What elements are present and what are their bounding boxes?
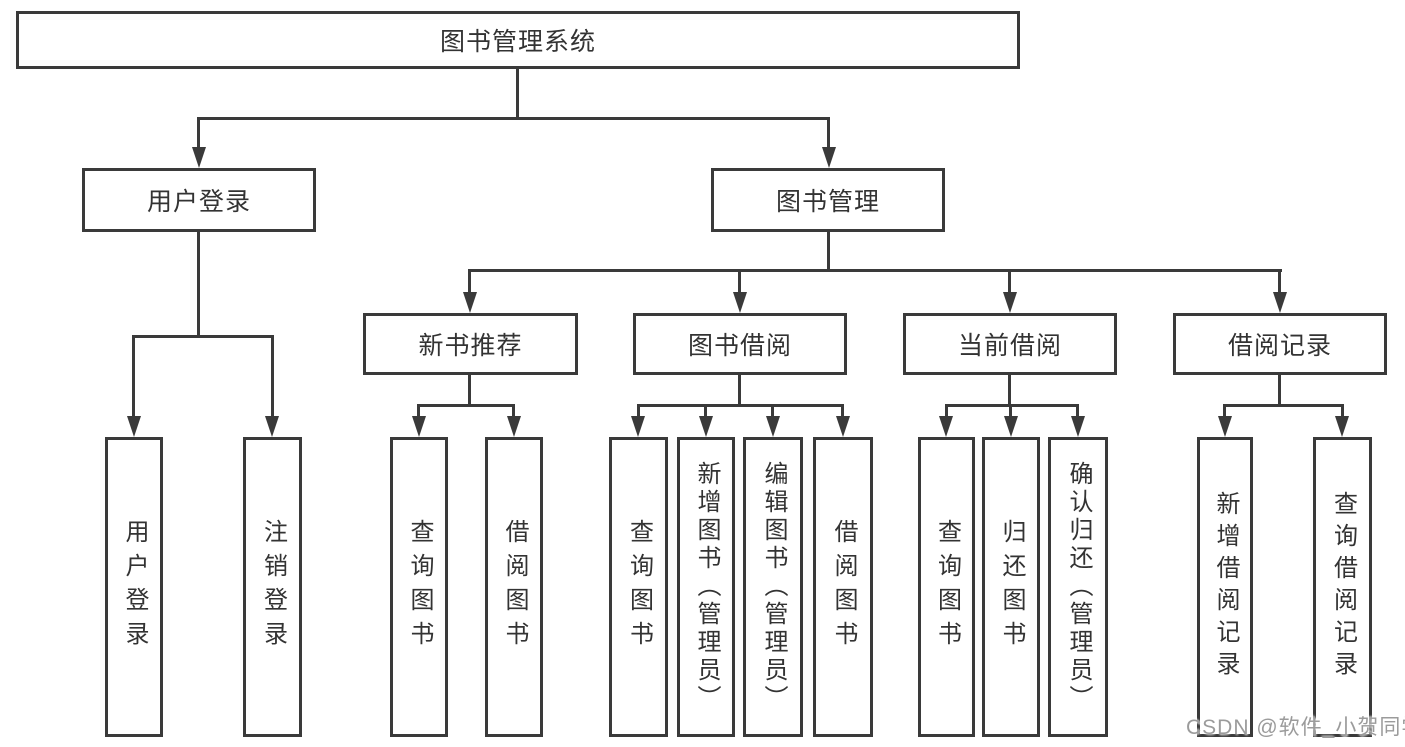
arrow-down-icon bbox=[507, 416, 521, 437]
arrow-down-icon bbox=[1071, 416, 1085, 437]
connector-drop bbox=[1223, 404, 1226, 418]
arrow-down-icon bbox=[733, 292, 747, 313]
arrow-down-icon bbox=[766, 416, 780, 437]
leaf-query-books-borrow-label: 查询图书 bbox=[625, 519, 653, 655]
node-book-management-label: 图书管理 bbox=[775, 188, 880, 216]
leaf-borrow-books-recommend: 借阅图书 bbox=[485, 437, 543, 737]
connector-drop bbox=[704, 404, 707, 418]
arrow-down-icon bbox=[1003, 292, 1017, 313]
connector-drop bbox=[197, 117, 200, 149]
leaf-logout-label: 注销登录 bbox=[259, 519, 287, 655]
connector-branch bbox=[132, 335, 274, 338]
connector-branch bbox=[945, 404, 1079, 407]
leaf-add-book-admin-label: 新增图书（管理员） bbox=[693, 461, 720, 713]
connector-stem bbox=[738, 375, 741, 407]
connector-drop bbox=[841, 404, 844, 418]
connector-drop bbox=[1076, 404, 1079, 418]
leaf-return-book: 归还图书 bbox=[982, 437, 1040, 737]
arrow-down-icon bbox=[631, 416, 645, 437]
node-borrow-records-label: 借阅记录 bbox=[1227, 332, 1332, 360]
node-user-login-label: 用户登录 bbox=[146, 188, 251, 216]
arrow-down-icon bbox=[822, 147, 836, 168]
leaf-query-borrow-record-label: 查询借阅记录 bbox=[1329, 491, 1357, 683]
connector-stem bbox=[1008, 375, 1011, 407]
leaf-borrow-books: 借阅图书 bbox=[813, 437, 873, 737]
leaf-query-books-current-label: 查询图书 bbox=[933, 519, 961, 655]
connector-branch bbox=[1223, 404, 1343, 407]
node-current-borrow-label: 当前借阅 bbox=[957, 332, 1062, 360]
connector-drop bbox=[132, 335, 135, 418]
leaf-query-borrow-record: 查询借阅记录 bbox=[1313, 437, 1372, 737]
arrow-down-icon bbox=[463, 292, 477, 313]
leaf-query-books-current: 查询图书 bbox=[918, 437, 975, 737]
leaf-borrow-books-recommend-label: 借阅图书 bbox=[501, 519, 528, 655]
node-book-borrow-label: 图书借阅 bbox=[687, 332, 792, 360]
connector-drop bbox=[1009, 404, 1012, 418]
arrow-down-icon bbox=[1273, 292, 1287, 313]
leaf-user-login-label: 用户登录 bbox=[121, 519, 148, 655]
connector-drop bbox=[417, 404, 420, 418]
leaf-add-borrow-record: 新增借阅记录 bbox=[1197, 437, 1253, 737]
arrow-down-icon bbox=[699, 416, 713, 437]
arrow-down-icon bbox=[1004, 416, 1018, 437]
arrow-down-icon bbox=[127, 416, 141, 437]
watermark: CSDN @软件_小贺同学 bbox=[1186, 716, 1405, 739]
leaf-edit-book-admin-label: 编辑图书（管理员） bbox=[760, 461, 787, 713]
connector-drop bbox=[1341, 404, 1344, 418]
leaf-query-books-borrow: 查询图书 bbox=[609, 437, 668, 737]
arrow-down-icon bbox=[939, 416, 953, 437]
connector-drop bbox=[1008, 269, 1011, 295]
connector-stem bbox=[516, 69, 519, 119]
node-book-borrow: 图书借阅 bbox=[633, 313, 847, 375]
connector-drop bbox=[468, 269, 471, 295]
connector-drop bbox=[738, 269, 741, 295]
leaf-borrow-books-label: 借阅图书 bbox=[830, 519, 857, 655]
connector-drop bbox=[945, 404, 948, 418]
connector-branch bbox=[417, 404, 515, 407]
connector-drop bbox=[771, 404, 774, 418]
node-book-management: 图书管理 bbox=[711, 168, 945, 232]
connector-stem bbox=[197, 232, 200, 338]
node-new-book-recommend-label: 新书推荐 bbox=[418, 332, 523, 360]
leaf-query-books-recommend-label: 查询图书 bbox=[406, 519, 433, 655]
arrow-down-icon bbox=[412, 416, 426, 437]
node-borrow-records: 借阅记录 bbox=[1173, 313, 1387, 375]
arrow-down-icon bbox=[192, 147, 206, 168]
connector-drop bbox=[271, 335, 274, 418]
leaf-logout: 注销登录 bbox=[243, 437, 302, 737]
connector-stem bbox=[1278, 375, 1281, 407]
leaf-confirm-return-admin: 确认归还（管理员） bbox=[1048, 437, 1108, 737]
connector-drop bbox=[827, 117, 830, 149]
leaf-add-book-admin: 新增图书（管理员） bbox=[677, 437, 735, 737]
connector-drop bbox=[637, 404, 640, 418]
leaf-user-login: 用户登录 bbox=[105, 437, 163, 737]
connector-drop bbox=[1278, 269, 1281, 295]
node-root-label: 图书管理系统 bbox=[439, 28, 596, 56]
connector-branch bbox=[198, 117, 830, 120]
arrow-down-icon bbox=[1218, 416, 1232, 437]
connector-branch bbox=[637, 404, 844, 407]
node-new-book-recommend: 新书推荐 bbox=[363, 313, 578, 375]
arrow-down-icon bbox=[265, 416, 279, 437]
node-user-login: 用户登录 bbox=[82, 168, 316, 232]
connector-stem bbox=[827, 232, 830, 272]
leaf-confirm-return-admin-label: 确认归还（管理员） bbox=[1065, 461, 1092, 713]
node-root: 图书管理系统 bbox=[16, 11, 1020, 69]
leaf-add-borrow-record-label: 新增借阅记录 bbox=[1212, 491, 1239, 683]
leaf-return-book-label: 归还图书 bbox=[998, 519, 1025, 655]
node-current-borrow: 当前借阅 bbox=[903, 313, 1117, 375]
connector-stem bbox=[468, 375, 471, 407]
connector-branch bbox=[468, 269, 1282, 272]
arrow-down-icon bbox=[1335, 416, 1349, 437]
connector-drop bbox=[512, 404, 515, 418]
leaf-query-books-recommend: 查询图书 bbox=[390, 437, 448, 737]
arrow-down-icon bbox=[836, 416, 850, 437]
leaf-edit-book-admin: 编辑图书（管理员） bbox=[743, 437, 803, 737]
